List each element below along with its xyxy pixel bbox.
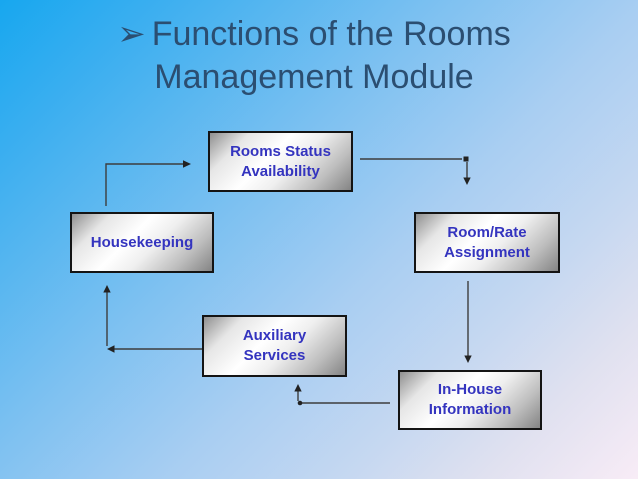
node-label: Housekeeping bbox=[90, 233, 194, 251]
node-label: Auxiliary bbox=[242, 327, 307, 344]
connector-rooms-status-to-room-rate bbox=[360, 156, 471, 185]
arrow-bullet-icon: ➢ bbox=[117, 15, 146, 53]
node-rooms-status-availability: Rooms Status Availability bbox=[208, 131, 353, 192]
node-label: In-House bbox=[437, 381, 503, 398]
connector-room-rate-to-in-house bbox=[464, 281, 472, 363]
node-label: Services bbox=[243, 347, 306, 364]
title-text-2: Management Module bbox=[154, 58, 474, 96]
slide-title: ➢Functions of the Rooms Management Modul… bbox=[0, 13, 628, 99]
node-in-house-information: In-House Information bbox=[398, 370, 542, 430]
title-line-1: ➢Functions of the Rooms bbox=[0, 13, 628, 56]
node-label: Assignment bbox=[444, 243, 530, 261]
node-housekeeping: Housekeeping bbox=[70, 212, 214, 273]
node-label: Room/Rate bbox=[447, 223, 527, 241]
node-room-rate-assignment: Room/Rate Assignment bbox=[414, 212, 560, 273]
connector-housekeeping-to-rooms-status bbox=[105, 160, 191, 206]
node-label: Availability bbox=[241, 162, 320, 180]
connector-auxiliary-to-housekeeping bbox=[103, 285, 202, 353]
node-auxiliary-services: Auxiliary Services bbox=[202, 315, 347, 377]
node-label: Rooms Status bbox=[230, 142, 331, 160]
node-label: Information bbox=[428, 401, 512, 418]
title-text-1: Functions of the Rooms bbox=[151, 15, 511, 53]
connector-in-house-to-auxiliary bbox=[294, 384, 390, 406]
